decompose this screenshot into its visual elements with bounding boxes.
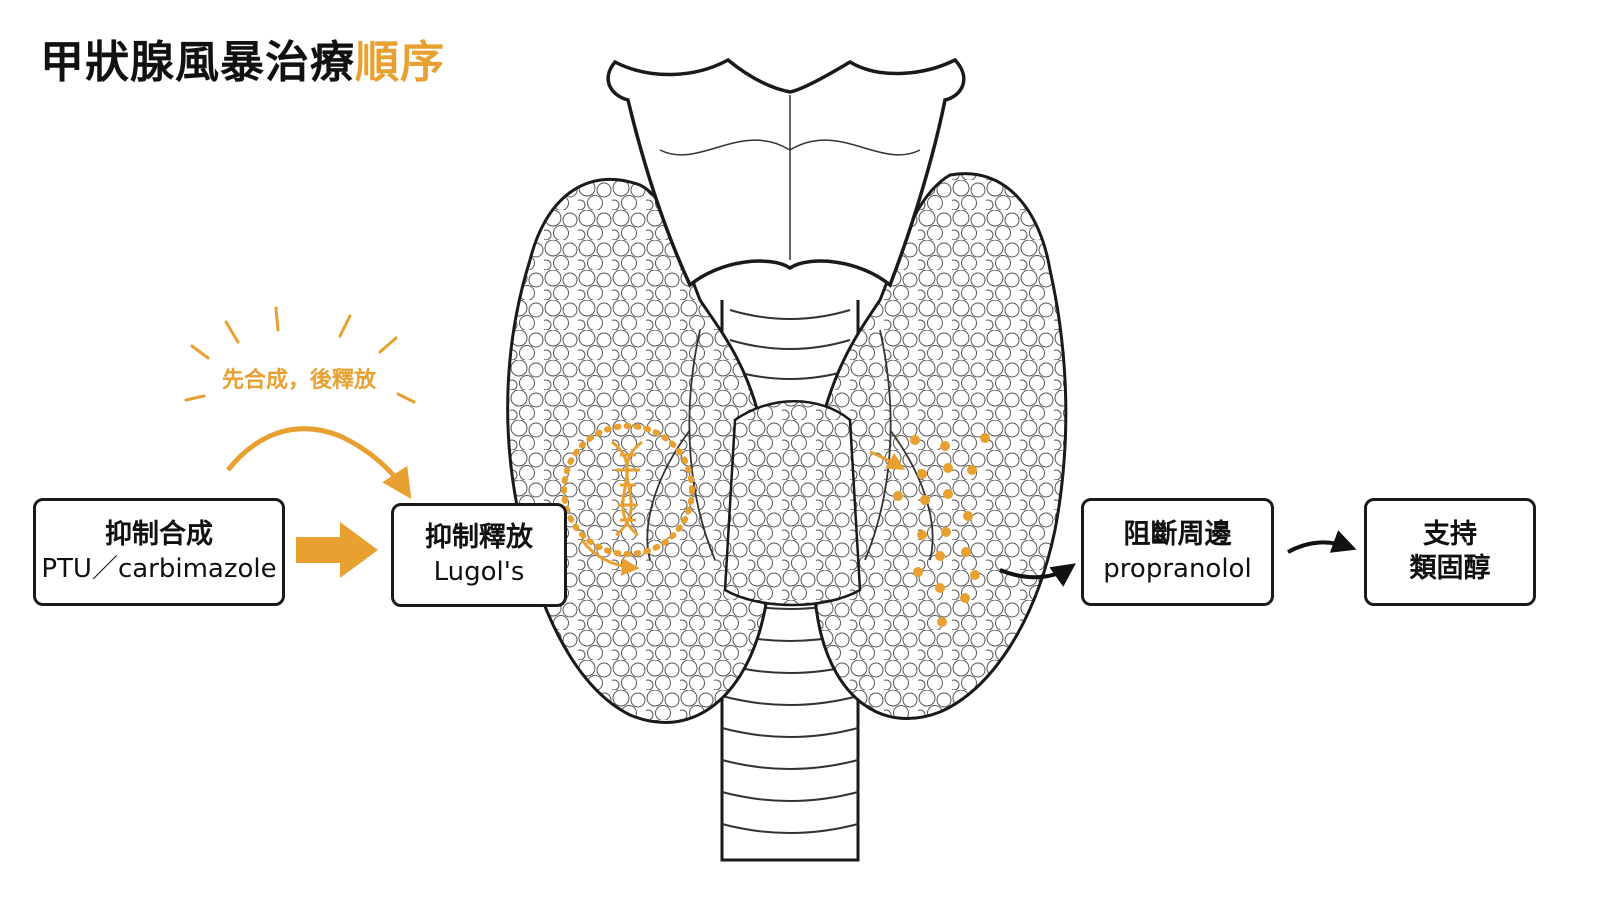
cartilage-edge [659, 139, 921, 156]
step1-drug: PTU／carbimazole [41, 554, 277, 584]
step3-drug: propranolol [1103, 554, 1252, 584]
step-inhibit-synthesis: 抑制合成 PTU／carbimazole [33, 498, 285, 606]
title-highlight: 順序 [355, 37, 445, 88]
step1-to-step2-arrow [296, 522, 378, 578]
hormone-dots [893, 433, 990, 627]
step-peripheral-block: 阻斷周邊 propranolol [1081, 498, 1274, 606]
step2-drug: Lugol's [433, 557, 525, 587]
step3-in-arrow [999, 563, 1076, 587]
synthesis-indicator [561, 423, 695, 576]
sparkle-rays [184, 306, 416, 404]
release-arrow [869, 450, 906, 470]
page-title: 甲狀腺風暴治療順序 [40, 26, 445, 90]
note-arrow [226, 426, 412, 499]
step2-title: 抑制釋放 [425, 522, 533, 553]
step4-title: 支持 [1423, 519, 1477, 550]
title-main: 甲狀腺風暴治療 [40, 37, 355, 88]
left-thyroid-lobe [506, 177, 774, 724]
step4-drug: 類固醇 [1409, 553, 1491, 584]
step1-title: 抑制合成 [105, 519, 213, 550]
step-supportive: 支持 類固醇 [1364, 498, 1536, 606]
right-thyroid-lobe [809, 172, 1068, 720]
dna-icon [611, 440, 643, 537]
thyroid-cartilage [606, 57, 966, 288]
isthmus [723, 400, 862, 607]
step3-to-step4-arrow [1287, 530, 1357, 554]
step-inhibit-release: 抑制釋放 Lugol's [391, 503, 567, 607]
sequence-note: 先合成，後釋放 [222, 368, 377, 393]
step3-title: 阻斷周邊 [1123, 519, 1232, 550]
